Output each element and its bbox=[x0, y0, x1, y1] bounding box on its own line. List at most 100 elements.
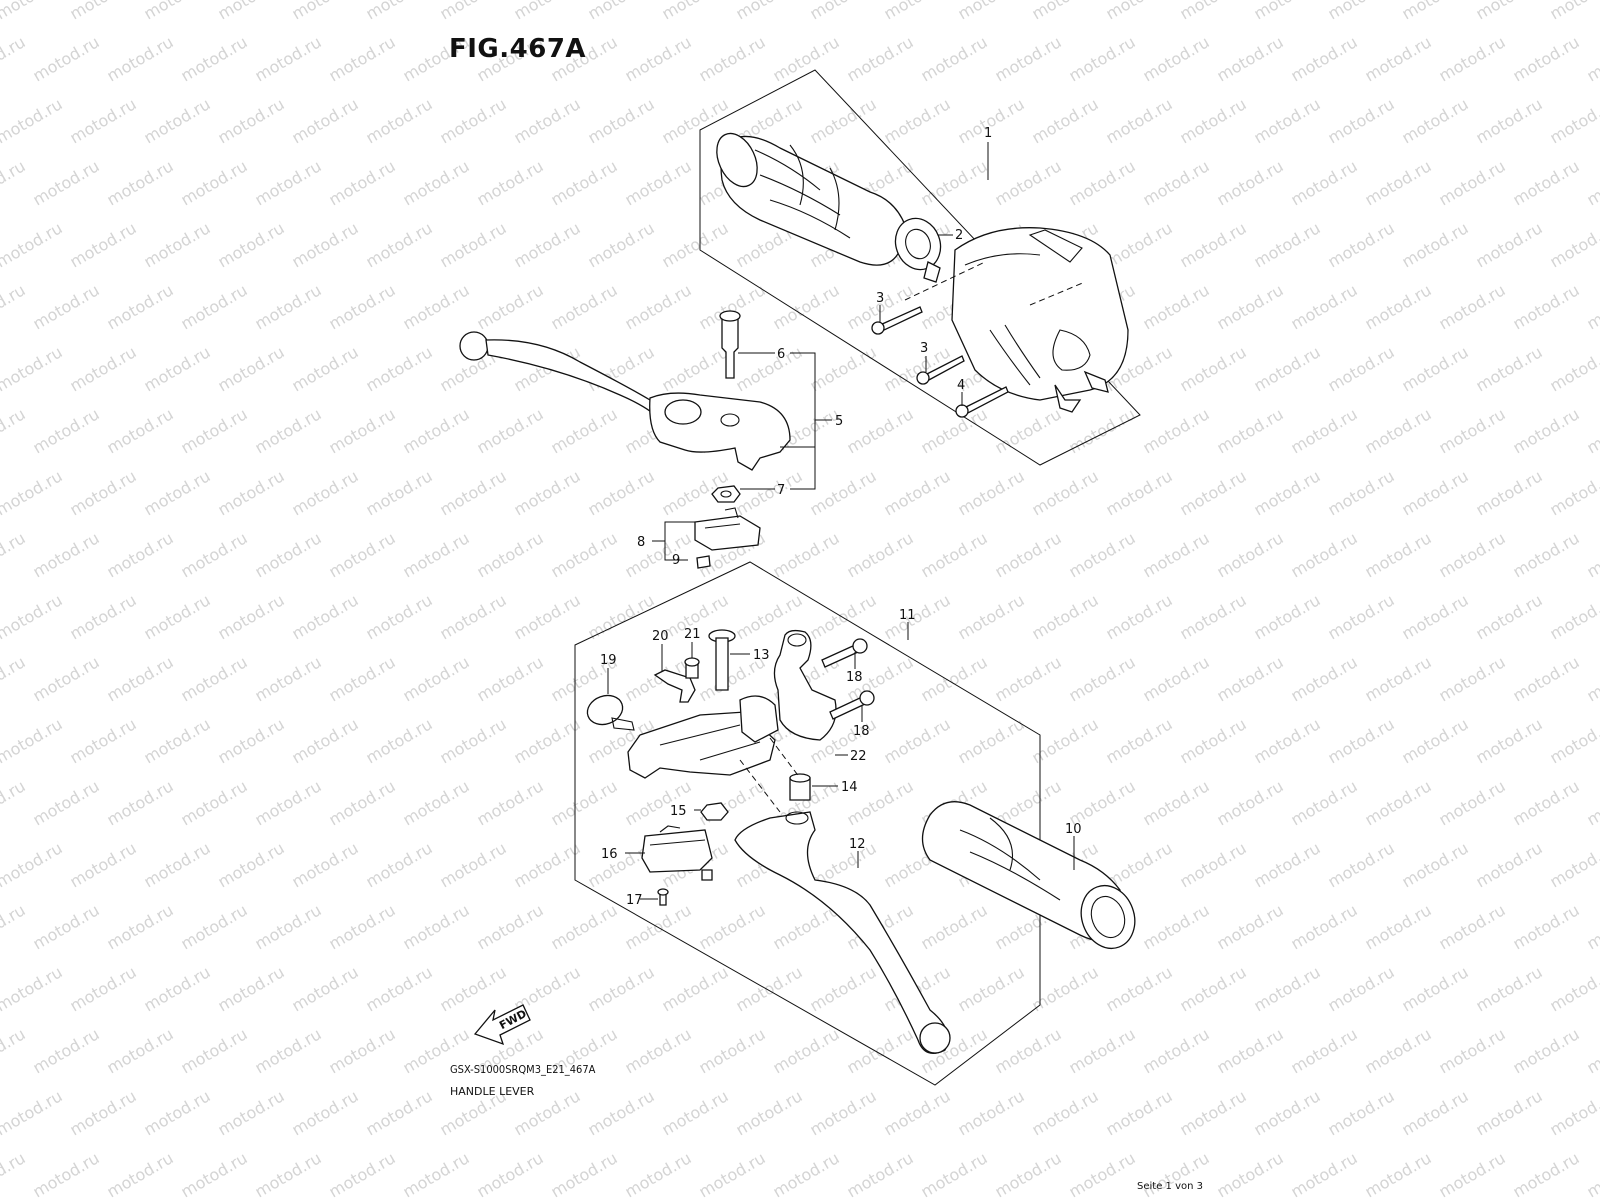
watermark-text: motod.ru bbox=[1473, 218, 1546, 271]
watermark-text: motod.ru bbox=[1584, 1024, 1600, 1077]
watermark-text: motod.ru bbox=[1362, 280, 1435, 333]
watermark-text: motod.ru bbox=[0, 466, 66, 519]
watermark-text: motod.ru bbox=[1436, 1024, 1509, 1077]
watermark-text: motod.ru bbox=[474, 652, 547, 705]
watermark-text: motod.ru bbox=[0, 156, 29, 209]
callout-21: 21 bbox=[684, 627, 701, 642]
watermark-text: motod.ru bbox=[215, 218, 288, 271]
watermark-text: motod.ru bbox=[1103, 962, 1176, 1015]
watermark-text: motod.ru bbox=[1399, 590, 1472, 643]
watermark-text: motod.ru bbox=[955, 466, 1028, 519]
watermark-text: motod.ru bbox=[511, 218, 584, 271]
watermark-text: motod.ru bbox=[326, 652, 399, 705]
watermark-text: motod.ru bbox=[807, 962, 880, 1015]
watermark-text: motod.ru bbox=[770, 32, 843, 85]
watermark-text: motod.ru bbox=[474, 404, 547, 457]
watermark-text: motod.ru bbox=[400, 900, 473, 953]
callout-19: 19 bbox=[600, 653, 617, 668]
watermark-text: motod.ru bbox=[1436, 404, 1509, 457]
watermark-text: motod.ru bbox=[1584, 1148, 1600, 1200]
watermark-text: motod.ru bbox=[67, 714, 140, 767]
watermark-text: motod.ru bbox=[1436, 528, 1509, 581]
clip-part bbox=[653, 669, 696, 703]
watermark-text: motod.ru bbox=[622, 32, 695, 85]
callout-3b: 3 bbox=[920, 341, 928, 356]
callout-20: 20 bbox=[652, 629, 669, 644]
watermark-text: motod.ru bbox=[1547, 590, 1600, 643]
watermark-text: motod.ru bbox=[0, 1024, 29, 1077]
watermark-text: motod.ru bbox=[1177, 0, 1250, 23]
watermark-text: motod.ru bbox=[1214, 1148, 1287, 1200]
screw-17-part bbox=[657, 888, 669, 906]
watermark-text: motod.ru bbox=[918, 528, 991, 581]
watermark-text: motod.ru bbox=[1251, 590, 1324, 643]
callout-18a: 18 bbox=[846, 670, 863, 685]
watermark-text: motod.ru bbox=[1288, 652, 1361, 705]
watermark-text: motod.ru bbox=[1510, 900, 1583, 953]
watermark-text: motod.ru bbox=[0, 900, 29, 953]
watermark-text: motod.ru bbox=[141, 342, 214, 395]
watermark-text: motod.ru bbox=[622, 528, 695, 581]
watermark-text: motod.ru bbox=[918, 900, 991, 953]
watermark-text: motod.ru bbox=[1066, 1024, 1139, 1077]
watermark-text: motod.ru bbox=[1214, 528, 1287, 581]
watermark-text: motod.ru bbox=[992, 1148, 1065, 1200]
watermark-text: motod.ru bbox=[178, 652, 251, 705]
watermark-text: motod.ru bbox=[511, 466, 584, 519]
watermark-text: motod.ru bbox=[548, 404, 621, 457]
watermark-text: motod.ru bbox=[1473, 342, 1546, 395]
watermark-text: motod.ru bbox=[1547, 94, 1600, 147]
watermark-text: motod.ru bbox=[1251, 94, 1324, 147]
upper-group-box bbox=[699, 69, 1141, 466]
watermark-text: motod.ru bbox=[955, 0, 1028, 23]
watermark-text: motod.ru bbox=[1029, 962, 1102, 1015]
watermark-text: motod.ru bbox=[918, 1148, 991, 1200]
watermark-text: motod.ru bbox=[955, 714, 1028, 767]
watermark-text: motod.ru bbox=[1362, 1024, 1435, 1077]
watermark-text: motod.ru bbox=[141, 962, 214, 1015]
watermark-text: motod.ru bbox=[1214, 32, 1287, 85]
watermark-text: motod.ru bbox=[0, 776, 29, 829]
watermark-text: motod.ru bbox=[0, 280, 29, 333]
watermark-text: motod.ru bbox=[1103, 0, 1176, 23]
watermark-text: motod.ru bbox=[215, 0, 288, 23]
watermark-text: motod.ru bbox=[326, 156, 399, 209]
watermark-text: motod.ru bbox=[1214, 404, 1287, 457]
watermark-text: motod.ru bbox=[733, 466, 806, 519]
watermark-text: motod.ru bbox=[992, 32, 1065, 85]
watermark-text: motod.ru bbox=[1140, 280, 1213, 333]
watermark-text: motod.ru bbox=[0, 94, 66, 147]
watermark-text: motod.ru bbox=[0, 528, 29, 581]
watermark-text: motod.ru bbox=[289, 962, 362, 1015]
watermark-text: motod.ru bbox=[252, 32, 325, 85]
watermark-text: motod.ru bbox=[1140, 776, 1213, 829]
watermark-text: motod.ru bbox=[104, 280, 177, 333]
watermark-text: motod.ru bbox=[881, 1086, 954, 1139]
watermark-text: motod.ru bbox=[363, 466, 436, 519]
watermark-text: motod.ru bbox=[770, 280, 843, 333]
watermark-text: motod.ru bbox=[844, 1148, 917, 1200]
watermark-text: motod.ru bbox=[326, 404, 399, 457]
watermark-text: motod.ru bbox=[67, 218, 140, 271]
watermark-text: motod.ru bbox=[474, 1148, 547, 1200]
watermark-text: motod.ru bbox=[67, 590, 140, 643]
watermark-text: motod.ru bbox=[1436, 776, 1509, 829]
watermark-text: motod.ru bbox=[104, 900, 177, 953]
brake-lever-part bbox=[459, 331, 791, 471]
watermark-text: motod.ru bbox=[178, 156, 251, 209]
callout-11: 11 bbox=[899, 608, 916, 623]
watermark-text: motod.ru bbox=[67, 962, 140, 1015]
watermark-text: motod.ru bbox=[104, 652, 177, 705]
watermark-text: motod.ru bbox=[807, 94, 880, 147]
watermark-text: motod.ru bbox=[1177, 962, 1250, 1015]
watermark-text: motod.ru bbox=[0, 0, 66, 23]
watermark-text: motod.ru bbox=[881, 714, 954, 767]
watermark-text: motod.ru bbox=[659, 342, 732, 395]
watermark-text: motod.ru bbox=[252, 900, 325, 953]
watermark-text: motod.ru bbox=[918, 156, 991, 209]
watermark-text: motod.ru bbox=[289, 466, 362, 519]
watermark-text: motod.ru bbox=[400, 280, 473, 333]
watermark-text: motod.ru bbox=[696, 1148, 769, 1200]
watermark-text: motod.ru bbox=[1547, 838, 1600, 891]
